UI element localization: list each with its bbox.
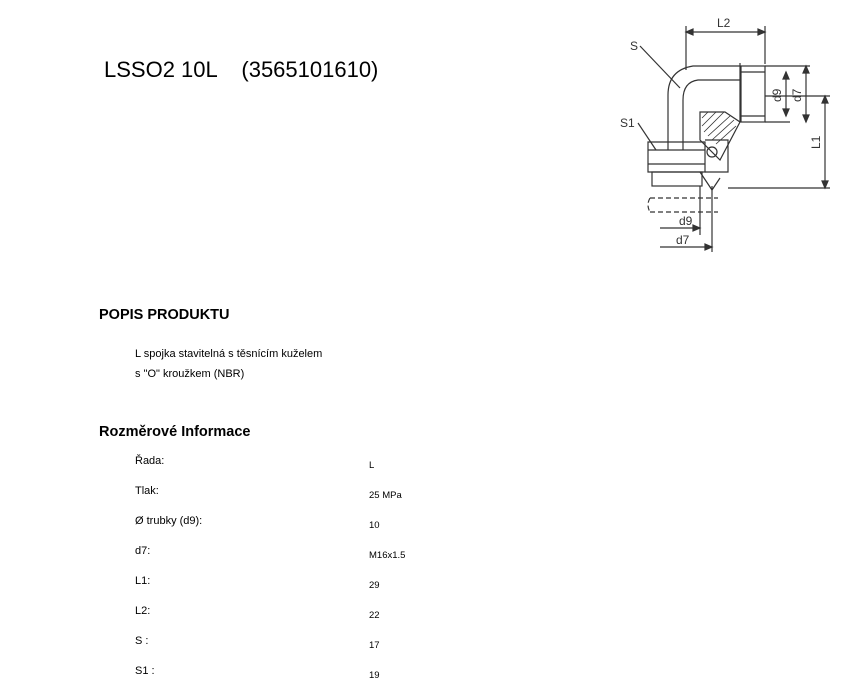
l1-arrows <box>821 94 829 190</box>
spec-value-pressure: 25 MPa <box>369 490 402 501</box>
tube-phantom <box>647 197 718 213</box>
label-l1: L1 <box>809 135 823 149</box>
description-line: s "O" kroužkem (NBR) <box>135 368 245 380</box>
s1-leader <box>637 122 657 151</box>
nut-right <box>705 139 729 173</box>
dimension-info-heading: Rozměrové Informace <box>99 424 251 440</box>
elbow-inner-contour <box>682 79 740 150</box>
spec-value-series: L <box>369 460 375 471</box>
d9-bottom-arrow <box>692 224 702 232</box>
s-leader <box>639 45 681 89</box>
spec-label-tube-diameter: Ø trubky (d9): <box>135 515 203 527</box>
label-s: S <box>630 39 638 53</box>
spec-value-tube-diameter: 10 <box>369 520 380 531</box>
product-title: LSSO2 10L (3565101610) <box>104 57 379 82</box>
spec-value-l1: 29 <box>369 580 380 591</box>
spec-label-s: S : <box>135 635 149 647</box>
spec-label-s1: S1 : <box>135 665 155 677</box>
o-ring <box>706 146 718 158</box>
label-d7-side: d7 <box>790 88 804 102</box>
spec-value-s: 17 <box>369 640 380 651</box>
spec-label-d7: d7: <box>135 545 151 557</box>
label-d9-bottom: d9 <box>679 214 693 228</box>
seal-cone <box>699 171 721 192</box>
bottom-thread <box>651 171 703 187</box>
l2-arrows <box>684 28 767 36</box>
d7-bottom-arrow <box>704 243 714 251</box>
label-l2: L2 <box>717 16 731 30</box>
spec-value-l2: 22 <box>369 610 380 621</box>
spec-value-s1: 19 <box>369 670 380 681</box>
spec-label-l1: L1: <box>135 575 151 587</box>
label-s1: S1 <box>620 116 635 130</box>
section-hatching <box>701 111 737 145</box>
spec-label-series: Řada: <box>135 455 165 467</box>
d9-arrows <box>782 70 790 118</box>
nut-s1 <box>647 141 706 173</box>
description-line: L spojka stavitelná s těsnícím kuželem <box>135 348 323 360</box>
label-d7-bottom: d7 <box>676 233 690 247</box>
technical-drawing: L2 S S1 d9 d7 L1 d9 d7 <box>620 16 830 252</box>
spec-label-pressure: Tlak: <box>135 485 159 497</box>
elbow-outer-contour <box>667 65 740 150</box>
product-description-heading: POPIS PRODUKTU <box>99 307 230 323</box>
spec-value-d7: M16x1.5 <box>369 550 406 561</box>
spec-label-l2: L2: <box>135 605 151 617</box>
thread-end <box>740 65 766 123</box>
d7-arrows <box>802 64 810 124</box>
label-d9-side: d9 <box>770 88 784 102</box>
section-outline <box>699 111 741 162</box>
